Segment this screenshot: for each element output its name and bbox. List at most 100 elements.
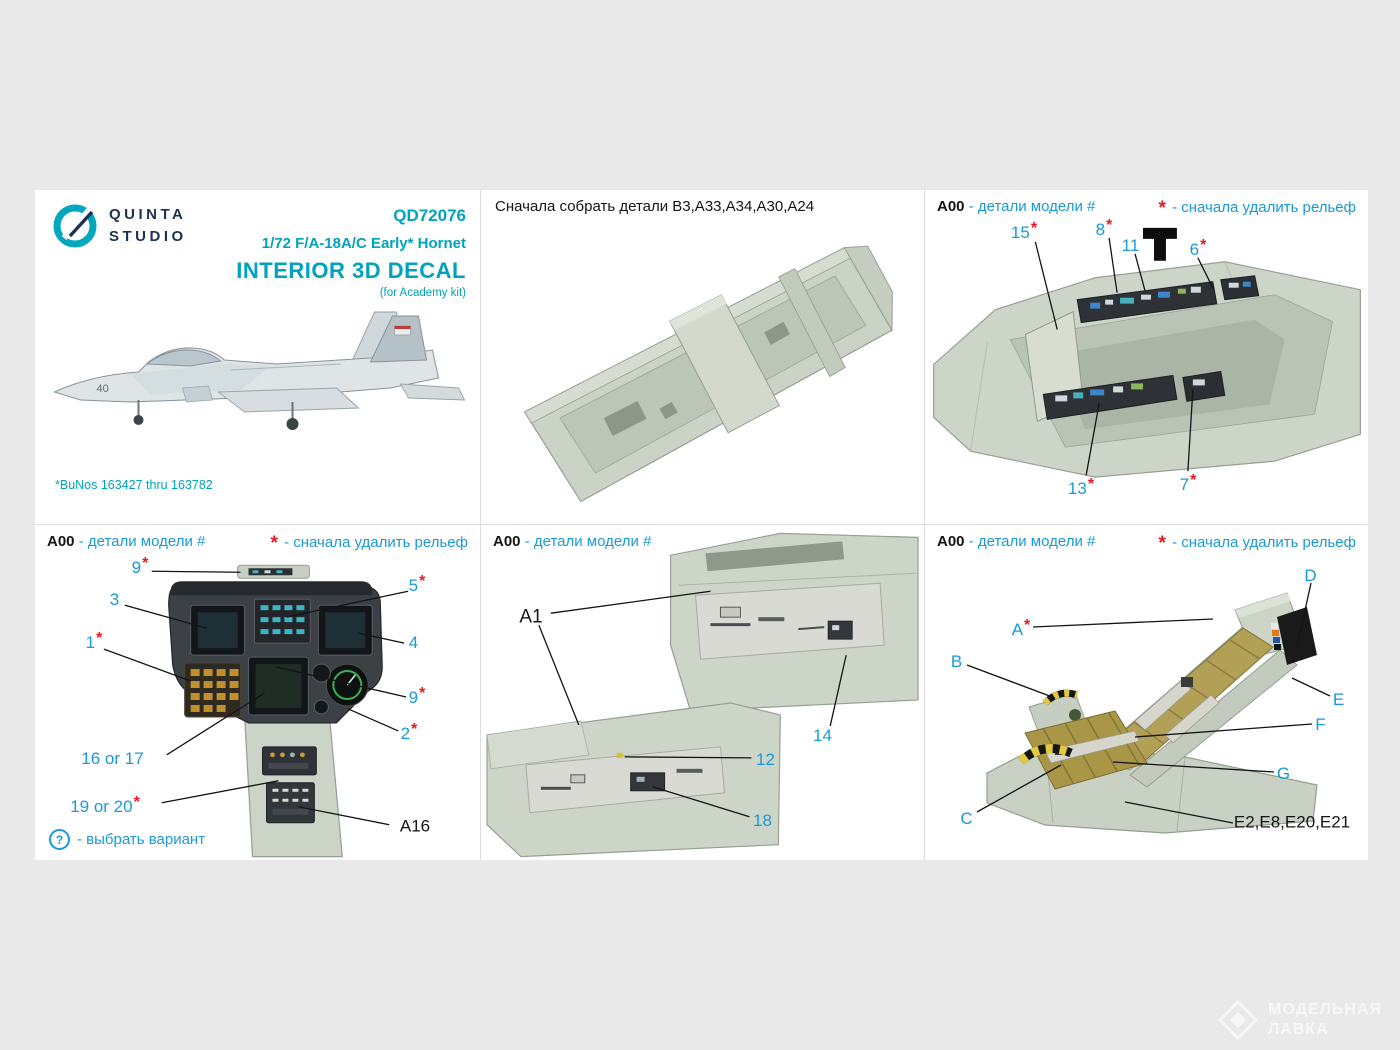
callout-15: 15* bbox=[1010, 220, 1038, 242]
remove-relief-asterisk: * bbox=[411, 721, 418, 738]
callout-label: 15 bbox=[1010, 223, 1030, 242]
product-subtitle: INTERIOR 3D DECAL bbox=[236, 258, 466, 283]
callout-label: 9 bbox=[131, 558, 142, 577]
panel-side-consoles: A00 - детали модели # bbox=[481, 525, 925, 860]
callout-4: 4 bbox=[409, 631, 419, 651]
panel-brand: QUINTA STUDIO QD72076 1/72 F/A-18A/C Ear… bbox=[35, 190, 481, 525]
callout-label: 4 bbox=[408, 633, 419, 652]
variant-legend: ? - выбрать вариант bbox=[49, 829, 205, 850]
panel-sidewalls: A00 - детали модели # * - сначала удалит… bbox=[925, 190, 1368, 525]
relief-legend: * - сначала удалить рельеф bbox=[1159, 533, 1356, 555]
part-ref-a16: A16 bbox=[400, 818, 430, 835]
callout-label: 16 or 17 bbox=[81, 749, 144, 768]
parts-code: A00 bbox=[47, 533, 75, 550]
callout-label: 8 bbox=[1095, 220, 1106, 239]
relief-asterisk: * bbox=[1158, 198, 1166, 219]
logo-word2: STUDIO bbox=[109, 228, 187, 245]
relief-legend: * - сначала удалить рельеф bbox=[271, 533, 468, 555]
callout-11: 11 bbox=[1122, 234, 1141, 254]
callout-16-or-17: 16 or 17 bbox=[81, 747, 144, 767]
callout-label: 18 bbox=[753, 811, 772, 830]
callout-label: 2 bbox=[400, 724, 411, 743]
leader-lines bbox=[966, 582, 1331, 824]
callout-12: 12 bbox=[756, 748, 776, 768]
quinta-swirl-icon bbox=[53, 204, 97, 248]
svg-text:40: 40 bbox=[97, 383, 109, 395]
parts-label: - детали модели # bbox=[968, 533, 1096, 550]
product-header: QD72076 1/72 F/A-18A/C Early* Hornet INT… bbox=[236, 206, 466, 299]
side-console-renders bbox=[486, 532, 919, 858]
remove-relief-asterisk: * bbox=[1024, 617, 1031, 634]
watermark-line2: ЛАВКА bbox=[1268, 1021, 1329, 1038]
callout-label: 5 bbox=[408, 576, 419, 595]
watermark-text: МОДЕЛЬНАЯ ЛАВКА bbox=[1268, 1000, 1382, 1040]
callout-3: 3 bbox=[110, 588, 120, 608]
callout-label: F bbox=[1315, 715, 1326, 734]
panel-seat: A00 - детали модели # * - сначала удалит… bbox=[925, 525, 1368, 860]
callout-6: 6* bbox=[1190, 238, 1207, 259]
remove-relief-asterisk: * bbox=[1087, 476, 1095, 493]
parts-legend: A00 - детали модели # bbox=[937, 198, 1095, 215]
part-ref-label: A1 bbox=[519, 606, 543, 628]
callout-F: F bbox=[1315, 713, 1326, 733]
callout-label: 12 bbox=[756, 750, 775, 769]
parts-label: - детали модели # bbox=[78, 533, 206, 550]
parts-legend: A00 - детали модели # bbox=[493, 533, 651, 550]
variant-label: - выбрать вариант bbox=[77, 831, 206, 848]
callout-1: 1* bbox=[85, 631, 103, 652]
ejection-seat-render bbox=[966, 582, 1331, 834]
watermark-line1: МОДЕЛЬНАЯ bbox=[1268, 1001, 1382, 1018]
logo-wordmark: QUINTA STUDIO bbox=[109, 204, 187, 249]
callout-label: 9 bbox=[408, 688, 419, 707]
part-ref-label: E2,E8,E20,E21 bbox=[1233, 812, 1351, 832]
callout-14: 14 bbox=[813, 724, 833, 744]
callout-label: C bbox=[960, 809, 973, 828]
parts-code: A00 bbox=[937, 533, 965, 550]
callout-label: 3 bbox=[109, 590, 120, 609]
callout-18: 18 bbox=[753, 809, 773, 829]
callout-G: G bbox=[1277, 762, 1291, 782]
part-ref-a1: A1 bbox=[519, 608, 542, 627]
cockpit-tub-render bbox=[523, 245, 893, 503]
parts-label: - детали модели # bbox=[524, 533, 652, 550]
callout-8: 8* bbox=[1095, 217, 1113, 239]
fuselage-sidewalls-render bbox=[933, 227, 1361, 478]
instruction-sheet: QUINTA STUDIO QD72076 1/72 F/A-18A/C Ear… bbox=[35, 190, 1368, 860]
bunos-note: *BuNos 163427 thru 163782 bbox=[55, 478, 213, 492]
callout-label: 11 bbox=[1121, 236, 1140, 255]
product-title: 1/72 F/A-18A/C Early* Hornet bbox=[261, 235, 466, 252]
relief-asterisk: * bbox=[270, 533, 278, 554]
remove-relief-asterisk: * bbox=[1190, 472, 1197, 489]
leader-lines bbox=[1034, 237, 1215, 476]
callout-7: 7* bbox=[1179, 472, 1197, 494]
callout-label: A bbox=[1011, 620, 1024, 639]
relief-label: - сначала удалить рельеф bbox=[1172, 199, 1356, 216]
modelnaya-lavka-watermark: МОДЕЛЬНАЯ ЛАВКА bbox=[1218, 1000, 1382, 1040]
diamond-logo-icon bbox=[1218, 1000, 1259, 1040]
callout-B: B bbox=[951, 650, 963, 670]
callout-19-or-20: 19 or 20* bbox=[70, 794, 140, 816]
fa18-aircraft-illustration: 40 bbox=[53, 311, 466, 430]
callout-label: 7 bbox=[1179, 475, 1190, 494]
remove-relief-asterisk: * bbox=[133, 794, 140, 811]
parts-legend: A00 - детали модели # bbox=[47, 533, 205, 550]
remove-relief-asterisk: * bbox=[419, 685, 426, 702]
callout-label: 14 bbox=[813, 726, 832, 745]
callout-E: E bbox=[1333, 688, 1345, 708]
callout-A: A* bbox=[1011, 617, 1031, 639]
remove-relief-asterisk: * bbox=[142, 555, 149, 572]
remove-relief-asterisk: * bbox=[1106, 217, 1113, 234]
instrument-panel-render bbox=[103, 564, 409, 858]
relief-label: - сначала удалить рельеф bbox=[1172, 534, 1356, 551]
parts-code: A00 bbox=[493, 533, 521, 550]
callout-C: C bbox=[960, 807, 973, 827]
logo-word1: QUINTA bbox=[109, 205, 187, 223]
relief-legend: * - сначала удалить рельеф bbox=[1159, 198, 1356, 220]
part-ref-label: A16 bbox=[399, 816, 431, 836]
kit-note: (for Academy kit) bbox=[379, 287, 466, 299]
parts-legend: A00 - детали модели # bbox=[937, 533, 1095, 550]
panel-assemble-first: Сначала собрать детали B3,A33,A34,A30,A2… bbox=[481, 190, 925, 525]
remove-relief-asterisk: * bbox=[1030, 220, 1038, 237]
callout-label: 1 bbox=[85, 633, 96, 652]
